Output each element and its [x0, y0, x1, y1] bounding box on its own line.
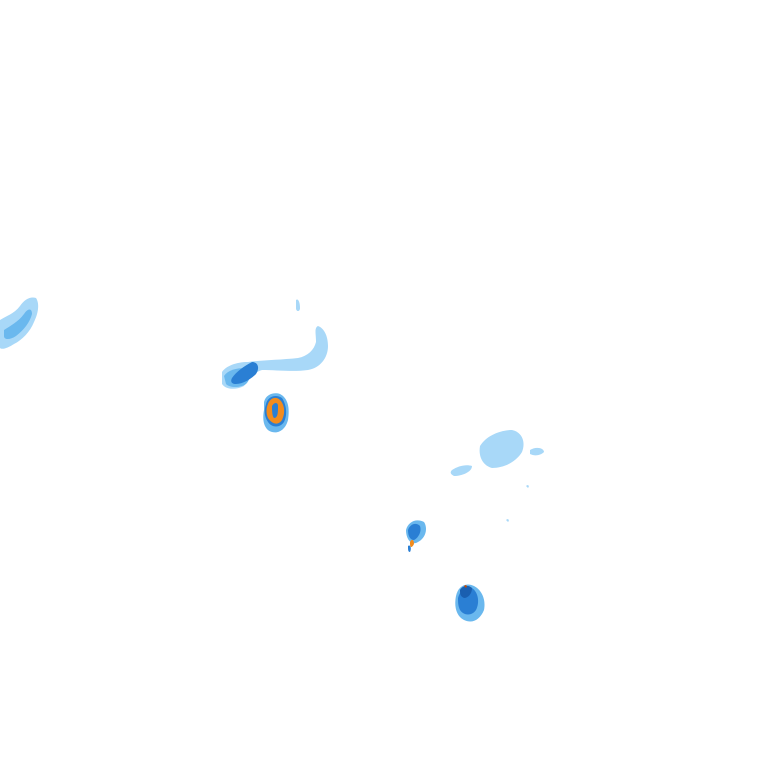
echo-light — [479, 430, 524, 468]
precip-echo-west-edge — [0, 297, 39, 349]
echo-core — [272, 403, 278, 418]
echo-heavy — [231, 362, 259, 384]
echo-fleck — [296, 299, 300, 311]
echo-very-heavy — [460, 585, 472, 598]
echo-fleck — [506, 519, 509, 522]
echo-heavy — [408, 545, 411, 552]
echo-light — [450, 465, 472, 476]
echo-intense — [464, 585, 467, 588]
echo-moderate — [4, 309, 32, 339]
precip-cell-south — [455, 584, 485, 622]
precip-echo-east — [450, 430, 544, 522]
echo-light — [530, 447, 544, 456]
precip-cell-intense — [263, 393, 289, 433]
echo-intense — [410, 539, 414, 547]
precip-echo-arc — [222, 299, 328, 389]
echo-heavy — [408, 523, 421, 540]
echo-fleck — [526, 485, 529, 488]
precip-cell-small — [406, 520, 426, 552]
